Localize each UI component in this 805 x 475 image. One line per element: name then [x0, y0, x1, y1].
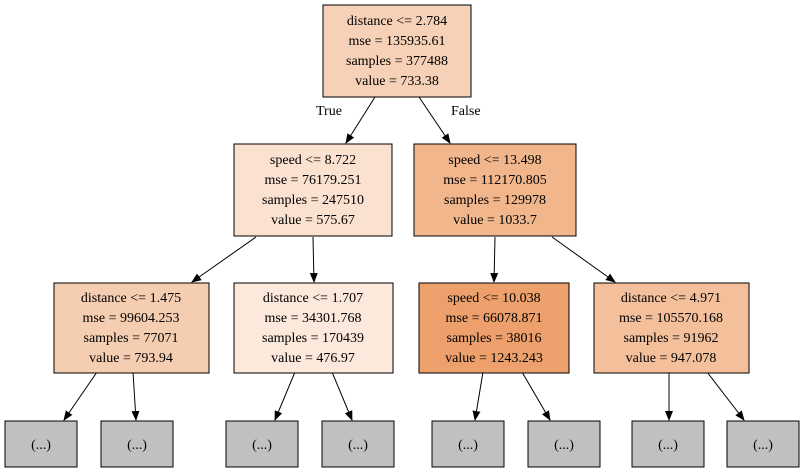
tree-node-n3: distance <= 1.475 mse = 99604.253 sample… [53, 282, 210, 374]
node-mse-label: mse = 66078.871 [446, 311, 543, 326]
truncated-box [726, 420, 800, 468]
truncated-node: (...) [100, 420, 174, 468]
truncated-leaves: (...) (...) (...) (...) (...) (...) (...… [4, 420, 800, 468]
node-box [322, 4, 472, 98]
truncated-node: (...) [321, 420, 395, 468]
node-samples-label: samples = 129978 [444, 193, 546, 208]
ellipsis-label: (...) [348, 438, 368, 453]
edge-root-n2 [418, 96, 451, 144]
node-box [413, 143, 577, 237]
truncated-box [527, 420, 601, 468]
node-value-label: value = 1243.243 [445, 351, 543, 366]
edge-n5-leaf5 [472, 371, 484, 421]
truncated-node: (...) [4, 420, 78, 468]
node-value-label: value = 793.94 [89, 351, 173, 366]
ellipsis-label: (...) [127, 438, 147, 453]
ellipsis-label: (...) [458, 438, 478, 453]
tree-node-n2: speed <= 13.498 mse = 112170.805 samples… [413, 143, 577, 237]
edge-n3-leaf1 [63, 371, 98, 421]
edge-n3-leaf2 [131, 371, 140, 421]
truncated-box [4, 420, 78, 468]
node-samples-label: samples = 377488 [346, 54, 448, 69]
edge-n2-n5 [490, 236, 499, 283]
edge-root-n1 [345, 96, 376, 144]
node-mse-label: mse = 112170.805 [443, 173, 546, 188]
node-samples-label: samples = 170439 [262, 331, 364, 346]
edge-n5-leaf6 [521, 371, 551, 421]
node-samples-label: samples = 91962 [624, 331, 719, 346]
truncated-node: (...) [726, 420, 800, 468]
node-value-label: value = 733.38 [355, 74, 439, 89]
node-value-label: value = 1033.7 [453, 213, 537, 228]
ellipsis-label: (...) [252, 438, 272, 453]
edge-n2-n6 [551, 236, 616, 283]
node-mse-label: mse = 105570.168 [619, 311, 723, 326]
tree-node-n4: distance <= 1.707 mse = 34301.768 sample… [233, 282, 394, 374]
edge-label-true: True [316, 104, 342, 119]
node-split-label: distance <= 1.707 [263, 291, 363, 306]
edge-label-false: False [451, 104, 481, 119]
node-split-label: speed <= 13.498 [448, 153, 541, 168]
ellipsis-label: (...) [554, 438, 574, 453]
edge-n4-leaf3 [274, 371, 296, 421]
ellipsis-label: (...) [753, 438, 773, 453]
edge-n4-leaf4 [331, 371, 353, 421]
node-samples-label: samples = 77071 [84, 331, 179, 346]
node-split-label: distance <= 1.475 [81, 291, 181, 306]
edge-n1-n4 [309, 236, 318, 283]
truncated-node: (...) [527, 420, 601, 468]
node-split-label: distance <= 4.971 [621, 291, 721, 306]
node-box [593, 282, 750, 374]
node-mse-label: mse = 76179.251 [265, 173, 362, 188]
node-split-label: speed <= 10.038 [447, 291, 540, 306]
node-box [233, 282, 394, 374]
node-split-label: distance <= 2.784 [347, 14, 447, 29]
edges [63, 96, 745, 421]
node-box [53, 282, 210, 374]
truncated-node: (...) [225, 420, 299, 468]
tree-node-n1: speed <= 8.722 mse = 76179.251 samples =… [233, 143, 393, 237]
node-split-label: speed <= 8.722 [270, 153, 356, 168]
node-value-label: value = 947.078 [626, 351, 717, 366]
node-box [418, 282, 570, 374]
truncated-box [225, 420, 299, 468]
truncated-box [321, 420, 395, 468]
node-samples-label: samples = 247510 [262, 193, 364, 208]
edge-n1-n3 [191, 236, 257, 283]
edge-n6-leaf8 [706, 371, 745, 421]
tree-node-n5: speed <= 10.038 mse = 66078.871 samples … [418, 282, 570, 374]
node-mse-label: mse = 34301.768 [265, 311, 362, 326]
ellipsis-label: (...) [658, 438, 678, 453]
tree-node-n6: distance <= 4.971 mse = 105570.168 sampl… [593, 282, 750, 374]
node-box [233, 143, 393, 237]
truncated-box [631, 420, 705, 468]
node-value-label: value = 476.97 [271, 351, 355, 366]
node-samples-label: samples = 38016 [447, 331, 542, 346]
tree-node-root: distance <= 2.784 mse = 135935.61 sample… [322, 4, 472, 98]
truncated-box [100, 420, 174, 468]
truncated-node: (...) [431, 420, 505, 468]
node-mse-label: mse = 135935.61 [349, 34, 446, 49]
truncated-box [431, 420, 505, 468]
node-mse-label: mse = 99604.253 [83, 311, 180, 326]
node-value-label: value = 575.67 [271, 213, 355, 228]
truncated-node: (...) [631, 420, 705, 468]
ellipsis-label: (...) [31, 438, 51, 453]
